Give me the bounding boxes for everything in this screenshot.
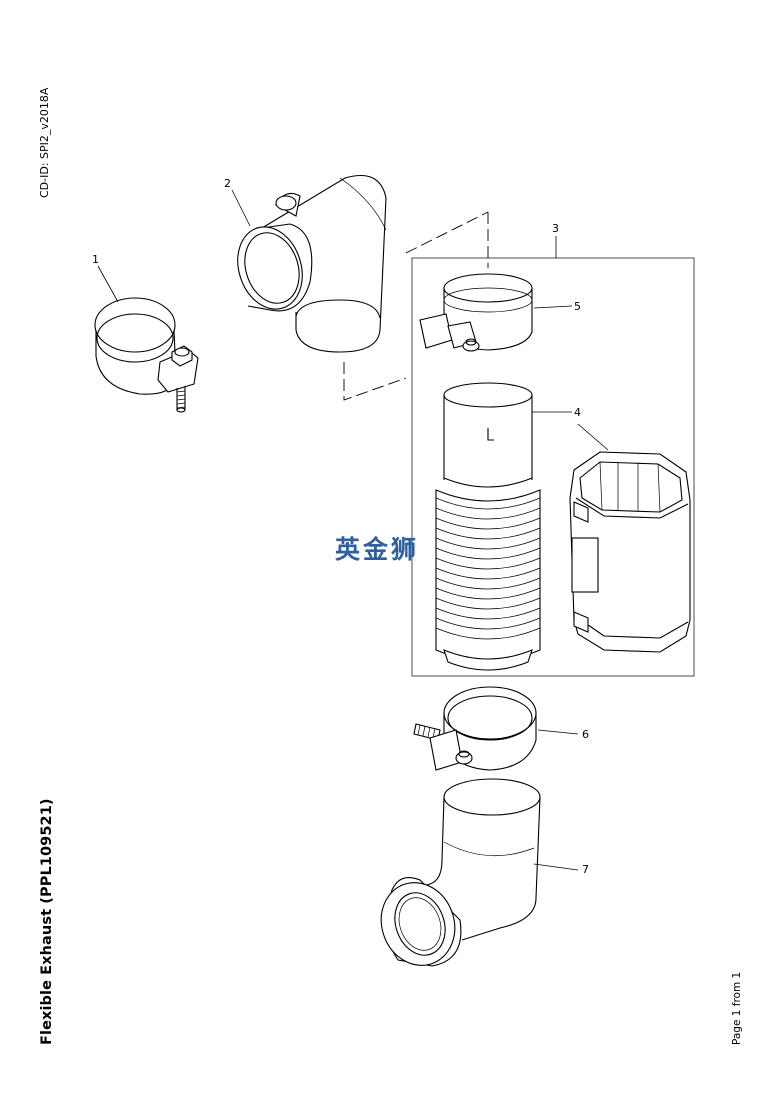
callout-leaders	[97, 189, 609, 871]
callout-1: 1	[92, 253, 99, 266]
bellows-corrugations	[435, 489, 541, 662]
callout-6: 6	[582, 728, 589, 741]
part-flanged-elbow-7	[380, 778, 541, 967]
part-elbow-pipe-2	[237, 174, 387, 353]
part-clamp-1	[94, 297, 199, 413]
callout-4: 4	[574, 406, 581, 419]
callout-3: 3	[552, 222, 559, 235]
callout-2: 2	[224, 177, 231, 190]
part-bellows-4	[435, 382, 541, 671]
assembly-group-box	[411, 257, 695, 677]
part-shield-4	[569, 451, 691, 653]
assembly-centerlines	[343, 211, 489, 401]
part-clamp-5	[419, 273, 533, 352]
callout-7: 7	[582, 863, 589, 876]
watermark-text: 英金狮	[335, 535, 420, 564]
callout-5: 5	[574, 300, 581, 313]
part-clamp-6	[413, 686, 537, 771]
